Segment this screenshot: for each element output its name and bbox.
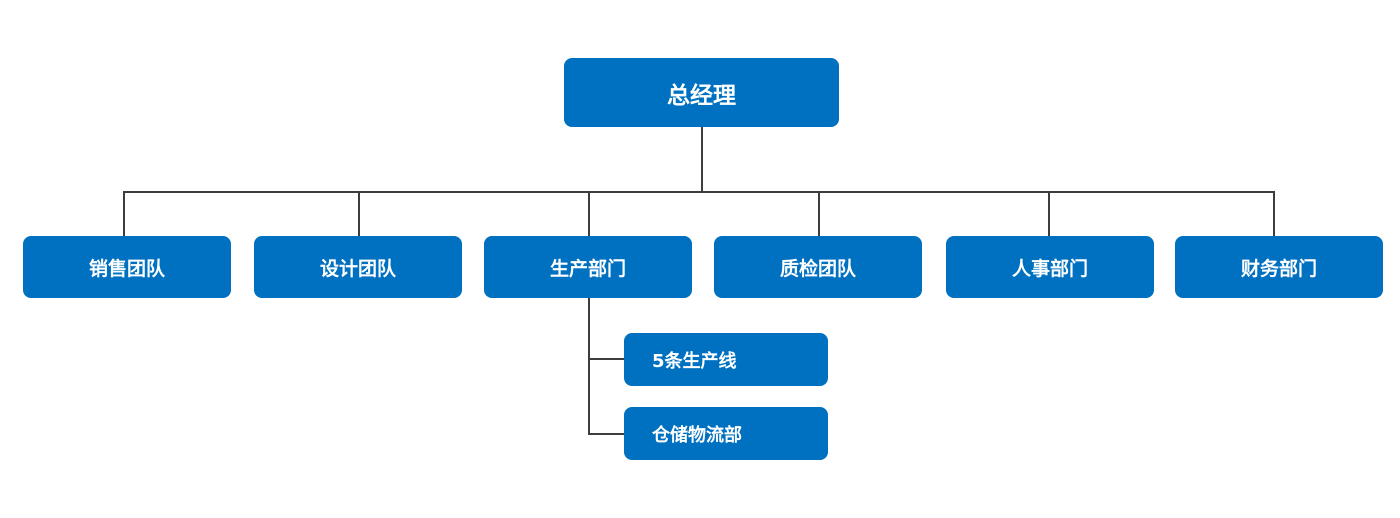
node-label: 总经理 (667, 82, 736, 109)
node-qc-team: 质检团队 (714, 236, 922, 298)
node-design-team: 设计团队 (254, 236, 462, 298)
node-label: 5条生产线 (652, 350, 737, 372)
node-label: 财务部门 (1240, 257, 1317, 280)
node-label: 质检团队 (779, 257, 856, 280)
node-label: 人事部门 (1011, 257, 1088, 280)
node-finance-dept: 财务部门 (1175, 236, 1383, 298)
node-label: 设计团队 (319, 257, 396, 280)
node-production-lines: 5条生产线 (624, 333, 828, 386)
node-label: 生产部门 (549, 257, 626, 280)
node-hr-dept: 人事部门 (946, 236, 1154, 298)
node-warehouse-logistics: 仓储物流部 (624, 407, 828, 460)
node-general-manager: 总经理 (564, 58, 839, 127)
node-production-dept: 生产部门 (484, 236, 692, 298)
node-label: 销售团队 (88, 257, 165, 280)
node-sales-team: 销售团队 (23, 236, 231, 298)
node-label: 仓储物流部 (652, 424, 742, 446)
